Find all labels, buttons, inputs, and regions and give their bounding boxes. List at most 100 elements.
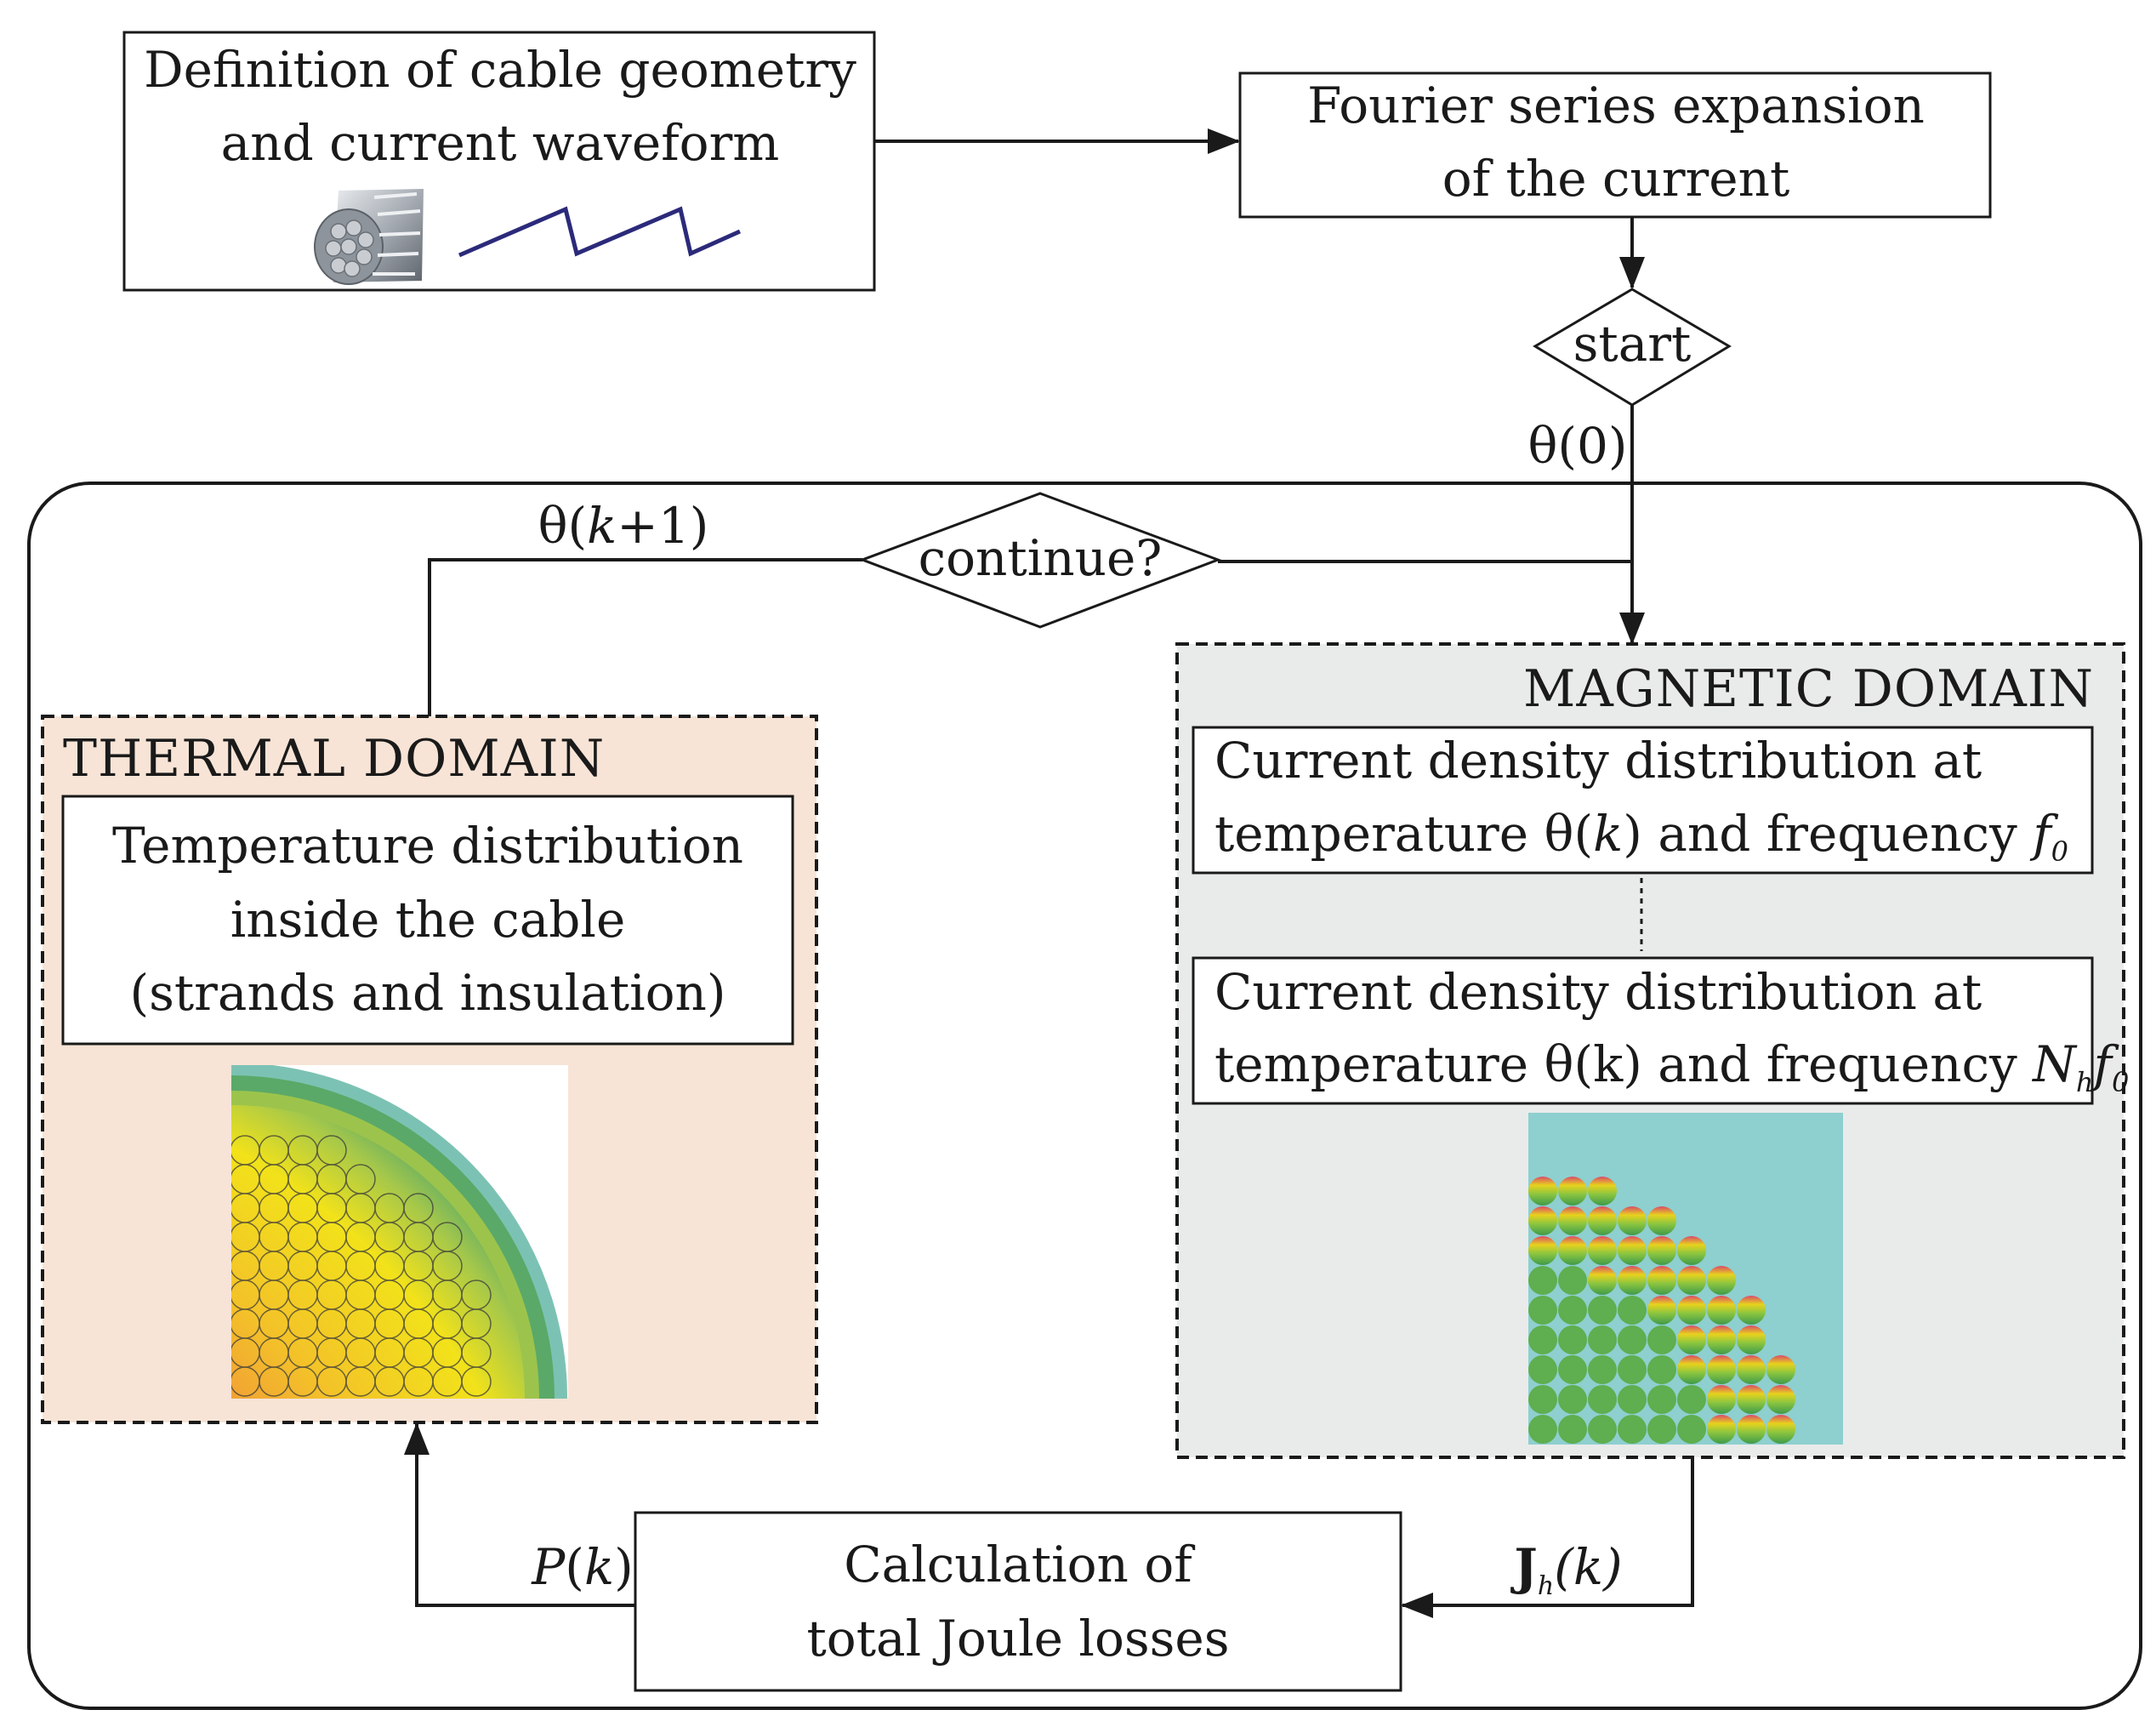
- thermal-box-line1: Temperature distribution: [112, 817, 743, 875]
- magnetic-strand: [1766, 1385, 1795, 1414]
- magnetic-strand: [1618, 1266, 1647, 1295]
- magnetic-strand: [1558, 1296, 1587, 1325]
- magnetic-domain-title: MAGNETIC DOMAIN: [1523, 659, 2094, 719]
- thermal-strand: [432, 1222, 463, 1252]
- magnetic-strand: [1528, 1296, 1557, 1325]
- magnetic-strand: [1588, 1385, 1617, 1414]
- magnetic-box1-line1: Current density distribution at: [1215, 732, 1982, 789]
- magnetic-box2-line1: Current density distribution at: [1215, 963, 1982, 1021]
- magnetic-strand: [1677, 1296, 1706, 1325]
- magnetic-strand: [1707, 1385, 1736, 1414]
- magnetic-strand: [1558, 1236, 1587, 1265]
- theta0-label: θ(0): [1527, 417, 1627, 475]
- magnetic-box2-line2: temperature θ(k) and frequency Nhf0: [1215, 1035, 2129, 1098]
- continue-decision: continue?: [858, 492, 1222, 629]
- thermal-domain: THERMAL DOMAIN Temperature distribution …: [41, 715, 818, 1424]
- thermal-strand: [316, 1135, 347, 1166]
- magnetic-strand: [1647, 1236, 1676, 1265]
- arrow-joule-to-thermal: [404, 1422, 635, 1607]
- magnetic-strand: [1528, 1177, 1557, 1205]
- magnetic-strand: [1737, 1355, 1766, 1384]
- magnetic-strand: [1647, 1385, 1676, 1414]
- magnetic-strand: [1737, 1296, 1766, 1325]
- magnetic-strand: [1528, 1415, 1557, 1444]
- definition-box: Definition of cable geometry and current…: [122, 31, 876, 292]
- magnetic-strand: [1588, 1355, 1617, 1384]
- theta-next-label: θ(k+1): [538, 497, 709, 555]
- arrow-magnetic-to-joule: [1401, 1457, 1694, 1618]
- magnetic-strand: [1588, 1415, 1617, 1444]
- definition-line1: Definition of cable geometry: [144, 41, 856, 99]
- magnetic-strand: [1677, 1325, 1706, 1354]
- magnetic-strand: [1647, 1415, 1676, 1444]
- magnetic-strand: [1528, 1206, 1557, 1235]
- magnetic-strand: [1677, 1415, 1706, 1444]
- magnetic-strand: [1647, 1325, 1676, 1354]
- magnetic-strand: [1618, 1296, 1647, 1325]
- magnetic-strand: [1558, 1355, 1587, 1384]
- thermal-strand: [403, 1193, 434, 1223]
- thermal-box-line3: (strands and insulation): [129, 964, 725, 1022]
- joule-line2: total Joule losses: [806, 1610, 1229, 1667]
- magnetic-strand: [1588, 1325, 1617, 1354]
- fourier-line1: Fourier series expansion: [1307, 77, 1925, 134]
- J-label: Jh(k): [1510, 1538, 1622, 1601]
- magnetic-strand: [1618, 1236, 1647, 1265]
- magnetic-strand: [1618, 1385, 1647, 1414]
- magnetic-strand: [1677, 1266, 1706, 1295]
- magnetic-strand: [1737, 1385, 1766, 1414]
- magnetic-strand: [1528, 1266, 1557, 1295]
- P-label: P(k): [531, 1538, 633, 1596]
- magnetic-strand: [1588, 1177, 1617, 1205]
- magnetic-box1-line2: temperature θ(k) and frequency f0: [1215, 805, 2068, 868]
- magnetic-strand: [1528, 1236, 1557, 1265]
- current-density-image: [1528, 1113, 1843, 1445]
- magnetic-strand: [1558, 1177, 1587, 1205]
- sawtooth-waveform-icon: [458, 206, 742, 258]
- thermal-domain-title: THERMAL DOMAIN: [63, 729, 605, 789]
- cable-strand-icon: [314, 189, 424, 285]
- continue-label: continue?: [919, 529, 1163, 587]
- fourier-box: Fourier series expansion of the current: [1238, 71, 1992, 219]
- thermal-strand: [345, 1164, 376, 1194]
- magnetic-strand: [1647, 1296, 1676, 1325]
- magnetic-strand: [1618, 1355, 1647, 1384]
- joule-line1: Calculation of: [844, 1536, 1195, 1593]
- magnetic-strand: [1707, 1266, 1736, 1295]
- magnetic-strand: [1766, 1415, 1795, 1444]
- magnetic-strand: [1618, 1325, 1647, 1354]
- magnetic-strand: [1677, 1355, 1706, 1384]
- magnetic-strand: [1528, 1385, 1557, 1414]
- magnetic-domain: MAGNETIC DOMAIN Current density distribu…: [1175, 642, 2129, 1459]
- temperature-distribution-image: [231, 1065, 568, 1399]
- thermal-box-line2: inside the cable: [230, 891, 626, 949]
- fourier-line2: of the current: [1442, 150, 1790, 208]
- start-label: start: [1573, 315, 1692, 373]
- magnetic-strand: [1588, 1236, 1617, 1265]
- magnetic-strand: [1737, 1325, 1766, 1354]
- magnetic-strand: [1588, 1296, 1617, 1325]
- magnetic-strand: [1618, 1206, 1647, 1235]
- loop-outer-frame: [27, 482, 2142, 1710]
- definition-line2: and current waveform: [221, 114, 780, 172]
- magnetic-strand: [1647, 1355, 1676, 1384]
- joule-losses-box: Calculation of total Joule losses: [634, 1511, 1402, 1692]
- magnetic-strand: [1647, 1266, 1676, 1295]
- magnetic-strand: [1737, 1415, 1766, 1444]
- magnetic-strand: [1677, 1385, 1706, 1414]
- magnetic-strand: [1558, 1206, 1587, 1235]
- magnetic-strand: [1528, 1325, 1557, 1354]
- thermal-strand: [461, 1280, 492, 1310]
- magnetic-strand: [1647, 1206, 1676, 1235]
- start-decision: start: [1533, 288, 1732, 407]
- magnetic-strand: [1558, 1266, 1587, 1295]
- magnetic-strand: [1677, 1236, 1706, 1265]
- connector-continue-to-thermal: [428, 558, 862, 716]
- magnetic-strand: [1766, 1355, 1795, 1384]
- magnetic-strand: [1707, 1325, 1736, 1354]
- magnetic-strand: [1707, 1355, 1736, 1384]
- magnetic-strand: [1528, 1355, 1557, 1384]
- magnetic-strand: [1618, 1415, 1647, 1444]
- magnetic-strand: [1588, 1206, 1617, 1235]
